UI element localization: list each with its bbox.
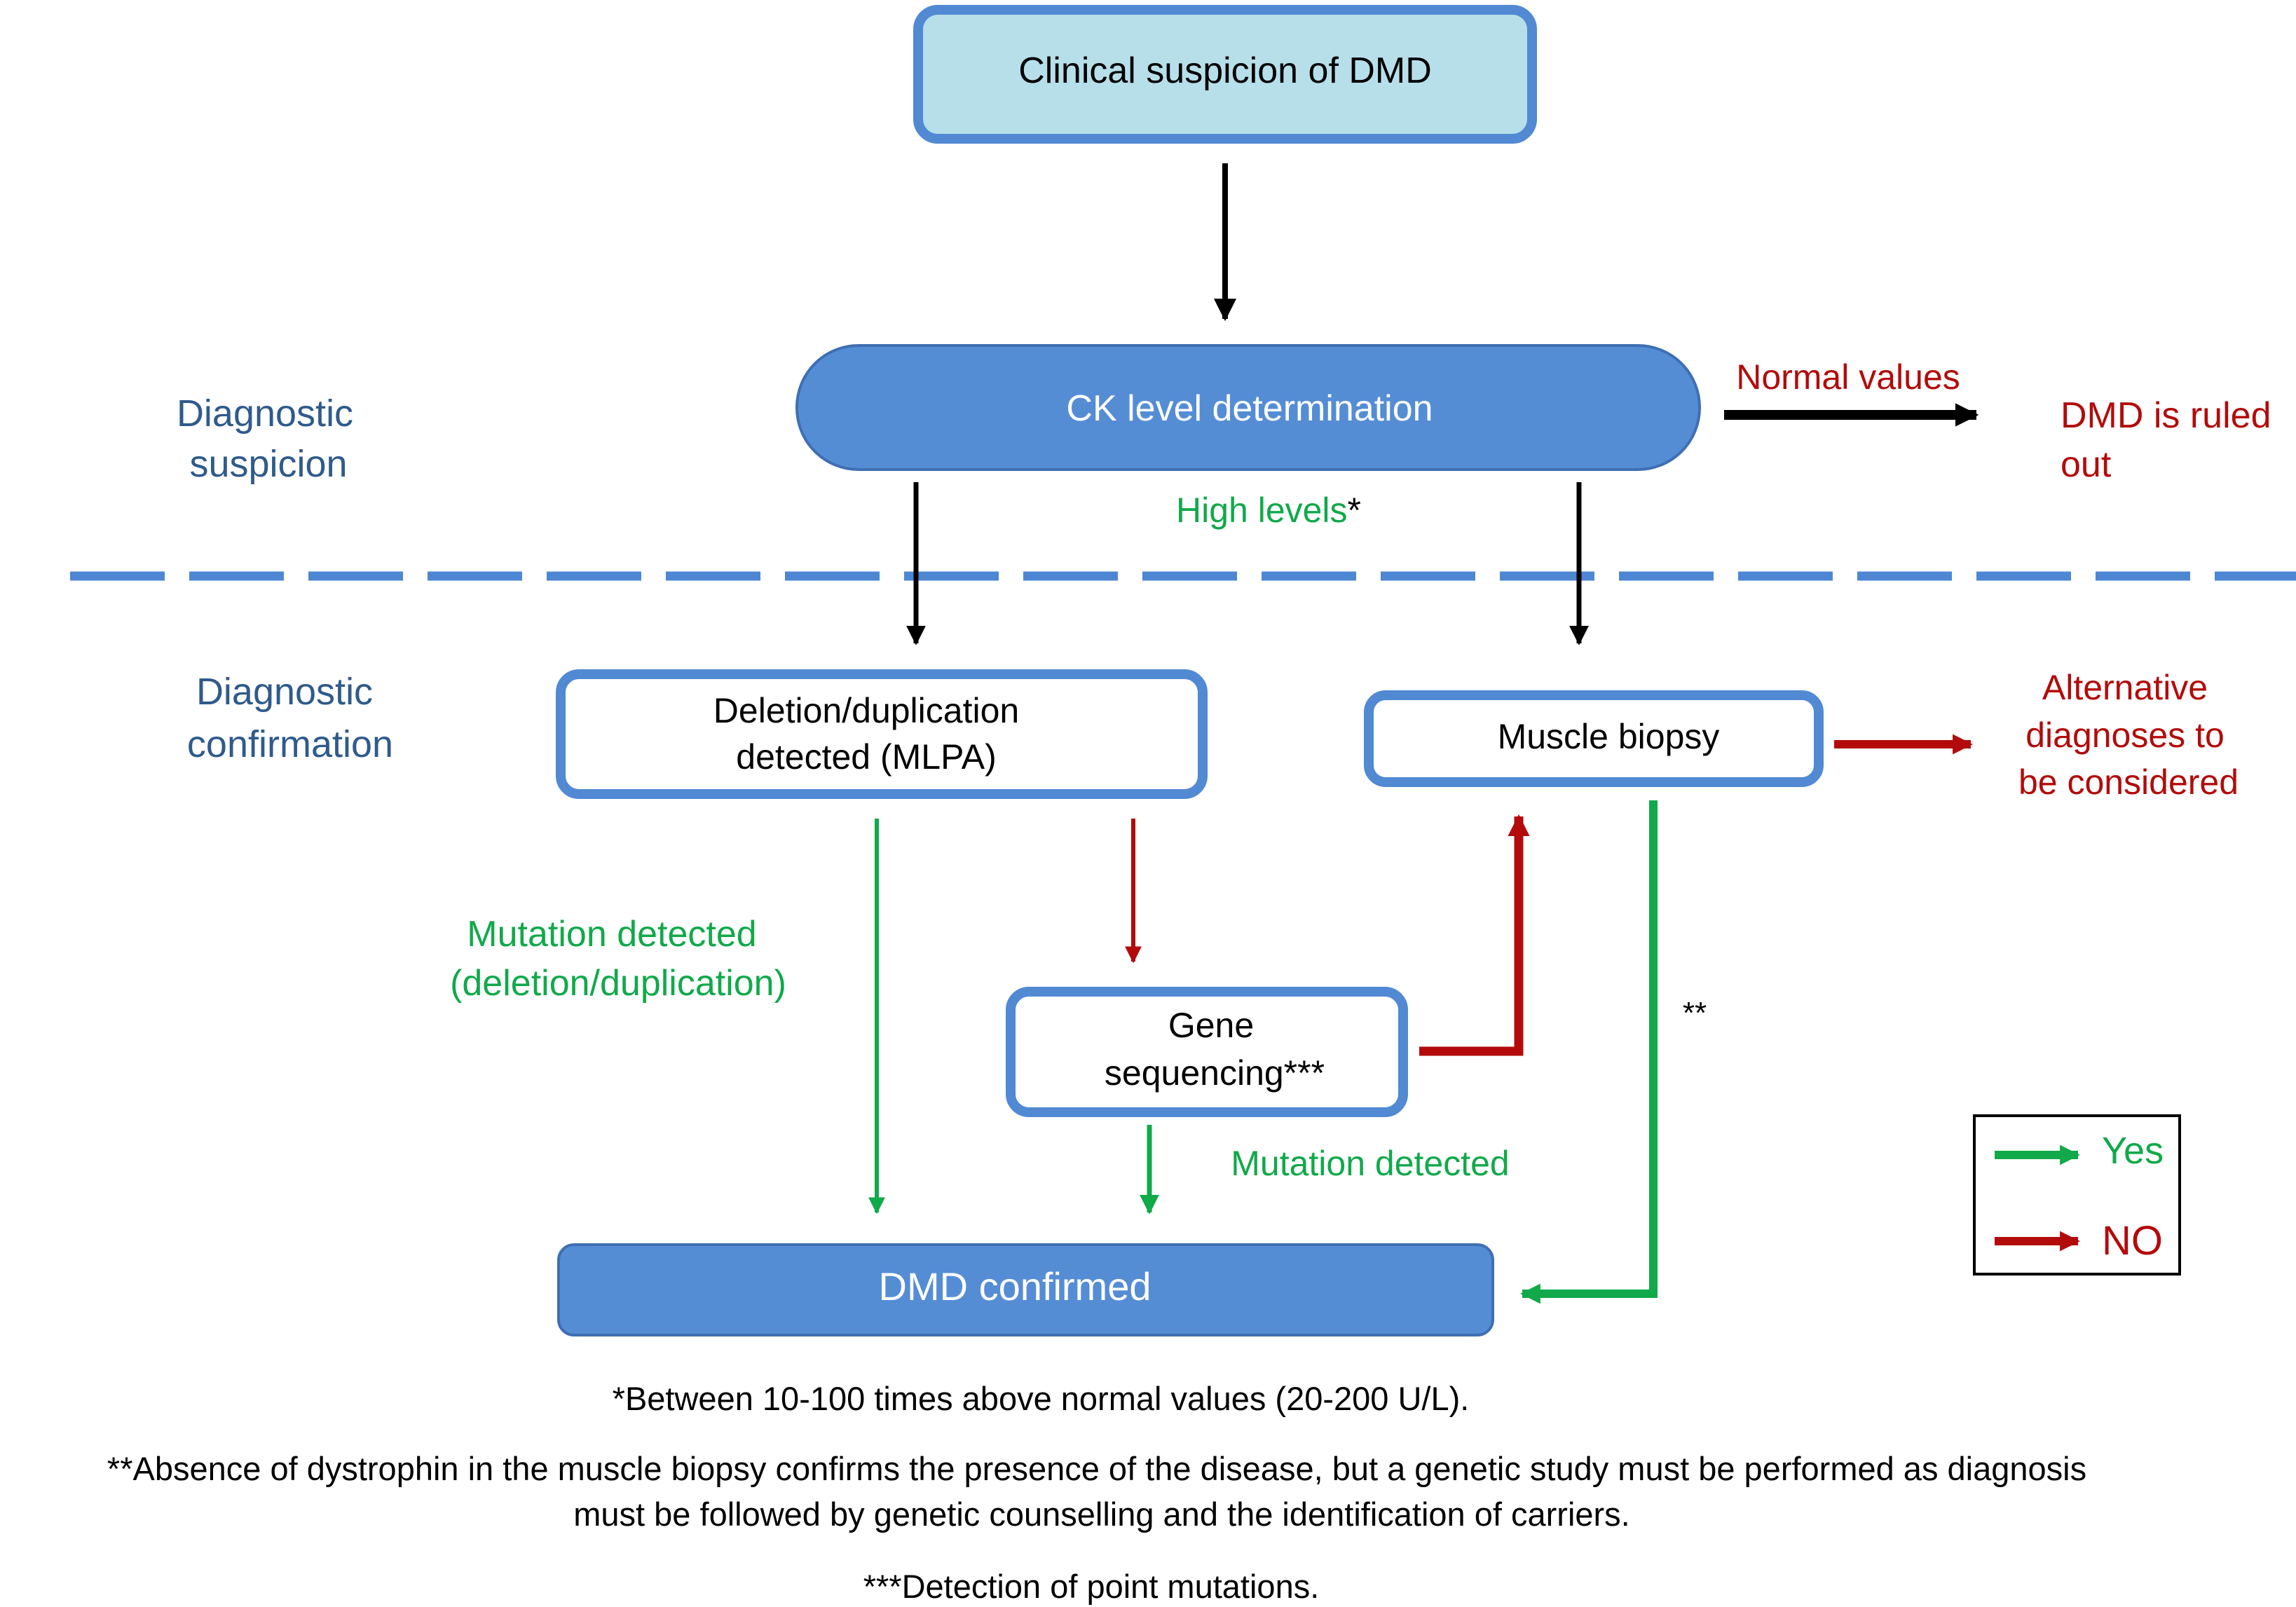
footnote-mark-two: ** xyxy=(1683,996,1707,1030)
node-gene-sequencing-line2: sequencing*** xyxy=(1105,1053,1325,1093)
footnote-three: ***Detection of point mutations. xyxy=(863,1568,1320,1605)
edge-label-high-levels-text: High levels xyxy=(1176,491,1348,530)
section-label-suspicion: Diagnostic suspicion xyxy=(177,392,353,485)
section-confirmation-line1: Diagnostic xyxy=(196,671,373,713)
outcome-alternative-diagnoses: Alternative diagnoses to be considered xyxy=(2018,668,2239,802)
arrow-sequencing-to-biopsy xyxy=(1419,814,1530,1056)
footnotes: *Between 10-100 times above normal value… xyxy=(107,1380,2086,1605)
outcome-alternative-line1: Alternative xyxy=(2042,668,2208,707)
section-confirmation-line2: confirmation xyxy=(187,723,393,765)
outcome-ruled-out: DMD is ruled out xyxy=(2061,395,2271,485)
arrow-biopsy-to-confirmed xyxy=(1520,800,1658,1304)
footnote-mark-one: * xyxy=(1348,491,1361,530)
outcome-ruled-out-line2: out xyxy=(2061,444,2112,485)
outcome-alternative-line3: be considered xyxy=(2018,763,2239,802)
node-ck-level-label: CK level determination xyxy=(1066,388,1433,429)
node-clinical-suspicion-label: Clinical suspicion of DMD xyxy=(1018,50,1432,91)
node-ck-level[interactable]: CK level determination xyxy=(795,344,1701,471)
node-gene-sequencing-line1: Gene xyxy=(1168,1006,1254,1045)
outcome-ruled-out-line1: DMD is ruled xyxy=(2061,395,2271,436)
node-muscle-biopsy[interactable]: Muscle biopsy xyxy=(1364,690,1824,787)
footnote-two-line1: **Absence of dystrophin in the muscle bi… xyxy=(107,1450,2086,1487)
edge-label-normal-values: Normal values xyxy=(1736,357,1960,397)
node-deletion-duplication[interactable]: Deletion/duplication detected (MLPA) xyxy=(556,669,1208,799)
outcome-alternative-line2: diagnoses to xyxy=(2025,716,2225,755)
legend: Yes NO xyxy=(1973,1114,2181,1276)
footnote-one: *Between 10-100 times above normal value… xyxy=(613,1380,1470,1417)
edge-label-mutation-del-dup: Mutation detected (deletion/duplication) xyxy=(450,914,786,1004)
edge-label-high-levels: High levels* xyxy=(1176,491,1361,530)
section-suspicion-line2: suspicion xyxy=(189,443,347,485)
legend-no-label: NO xyxy=(2102,1218,2163,1264)
legend-item-no: NO xyxy=(1995,1218,2163,1264)
node-muscle-biopsy-label: Muscle biopsy xyxy=(1498,717,1720,756)
section-label-confirmation: Diagnostic confirmation xyxy=(187,671,393,765)
node-deletion-duplication-line2: detected (MLPA) xyxy=(736,737,996,777)
node-clinical-suspicion[interactable]: Clinical suspicion of DMD xyxy=(913,5,1537,144)
footnote-two-line2: must be followed by genetic counselling … xyxy=(573,1496,1629,1533)
node-dmd-confirmed-label: DMD confirmed xyxy=(879,1264,1152,1308)
legend-yes-label: Yes xyxy=(2102,1130,2164,1172)
section-suspicion-line1: Diagnostic xyxy=(177,392,353,435)
node-gene-sequencing[interactable]: Gene sequencing*** xyxy=(1006,987,1408,1117)
node-dmd-confirmed[interactable]: DMD confirmed xyxy=(557,1243,1494,1336)
edge-label-mutation-detected: Mutation detected xyxy=(1231,1144,1510,1183)
node-deletion-duplication-line1: Deletion/duplication xyxy=(713,691,1019,730)
legend-item-yes: Yes xyxy=(1995,1130,2164,1172)
edge-label-mutation-del-dup-line2: (deletion/duplication) xyxy=(450,963,786,1004)
edge-label-mutation-del-dup-line1: Mutation detected xyxy=(467,914,756,955)
